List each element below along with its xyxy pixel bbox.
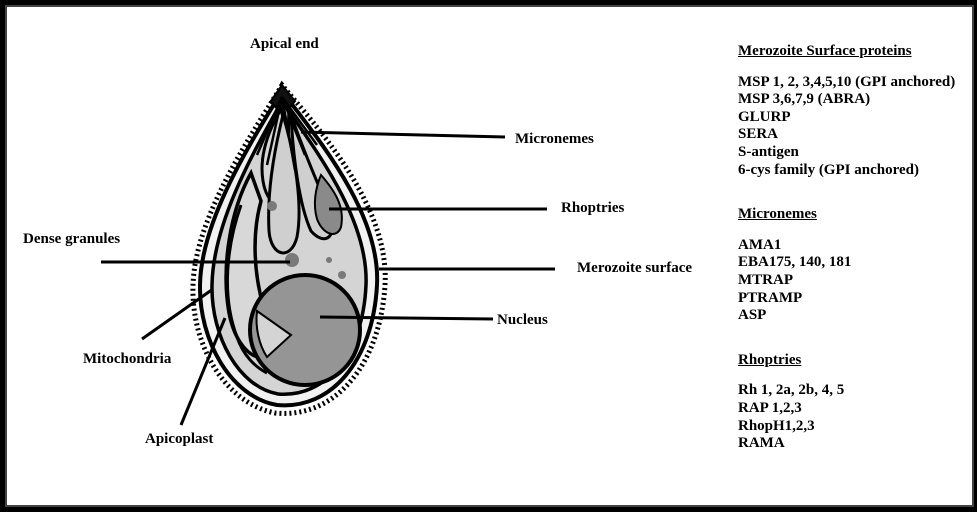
rhoptries-heading: Rhoptries	[738, 352, 977, 370]
list-item: MSP 3,6,7,9 (ABRA)	[738, 91, 977, 109]
dense-granule	[267, 201, 277, 211]
label-apicoplast: Apicoplast	[145, 431, 213, 448]
list-item: RhopH1,2,3	[738, 418, 977, 436]
dense-granule	[338, 271, 346, 279]
micronemes-list: AMA1 EBA175, 140, 181 MTRAP PTRAMP ASP	[738, 237, 977, 325]
rhoptries-group: Rhoptries Rh 1, 2a, 2b, 4, 5 RAP 1,2,3 R…	[738, 352, 977, 453]
label-merozoite-surface: Merozoite surface	[577, 260, 692, 277]
label-mitochondria: Mitochondria	[83, 351, 171, 368]
list-item: RAP 1,2,3	[738, 400, 977, 418]
surface-proteins-group: Merozoite Surface proteins MSP 1, 2, 3,4…	[738, 43, 977, 179]
list-item: S-antigen	[738, 144, 977, 162]
dense-granule	[326, 257, 332, 263]
rhoptries-list: Rh 1, 2a, 2b, 4, 5 RAP 1,2,3 RhopH1,2,3 …	[738, 382, 977, 452]
list-item: GLURP	[738, 109, 977, 127]
protein-panel: Merozoite Surface proteins MSP 1, 2, 3,4…	[738, 43, 977, 453]
dense-granule	[285, 253, 299, 267]
leader-micronemes	[301, 132, 505, 137]
list-item: 6-cys family (GPI anchored)	[738, 162, 977, 180]
label-apical-end: Apical end	[250, 36, 319, 53]
label-micronemes: Micronemes	[515, 131, 594, 148]
micronemes-heading: Micronemes	[738, 206, 977, 224]
list-item: EBA175, 140, 181	[738, 254, 977, 272]
list-item: SERA	[738, 126, 977, 144]
micronemes-group: Micronemes AMA1 EBA175, 140, 181 MTRAP P…	[738, 206, 977, 325]
surface-proteins-heading: Merozoite Surface proteins	[738, 43, 977, 61]
label-dense-granules: Dense granules	[23, 231, 120, 248]
list-item: ASP	[738, 307, 977, 325]
label-rhoptries: Rhoptries	[561, 200, 624, 217]
list-item: AMA1	[738, 237, 977, 255]
leader-nucleus	[320, 317, 493, 319]
list-item: RAMA	[738, 435, 977, 453]
surface-proteins-list: MSP 1, 2, 3,4,5,10 (GPI anchored) MSP 3,…	[738, 74, 977, 180]
label-nucleus: Nucleus	[497, 312, 548, 329]
list-item: PTRAMP	[738, 290, 977, 308]
list-item: Rh 1, 2a, 2b, 4, 5	[738, 382, 977, 400]
list-item: MSP 1, 2, 3,4,5,10 (GPI anchored)	[738, 74, 977, 92]
leader-apicoplast	[181, 318, 225, 425]
list-item: MTRAP	[738, 272, 977, 290]
